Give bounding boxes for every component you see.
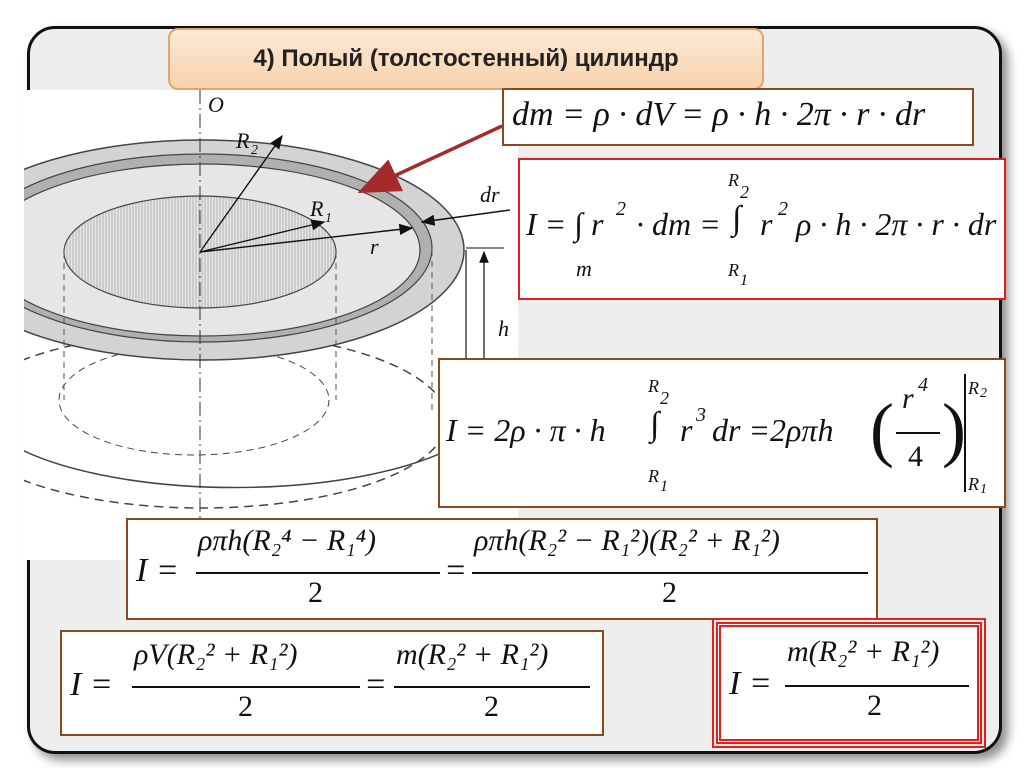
integral-eval-lparen: ( — [870, 389, 894, 469]
volume-num1: ρV(R₂² + R₁²) — [134, 638, 298, 671]
integral-eval-frac-line — [896, 432, 940, 434]
difference-den1: 2 — [308, 576, 323, 609]
hollow-cylinder-diagram: O R 2 R 1 r dr h — [24, 90, 518, 560]
integral-eval-upper: R — [648, 376, 659, 396]
volume-den1: 2 — [238, 690, 253, 723]
integral-def-rhs-tail: ρ · h · 2π · r · dr — [796, 206, 997, 242]
integral-eval-frac-den: 4 — [908, 440, 923, 473]
volume-den2: 2 — [484, 690, 499, 723]
integral-eval-bar-upper-sub: 2 — [980, 386, 987, 401]
formula-final-box: I = m(R₂² + R₁²) 2 — [712, 618, 986, 748]
integral-def-sq: 2 — [616, 198, 626, 220]
integral-eval-sign: ∫ — [650, 406, 660, 443]
label-r: r — [370, 234, 379, 259]
integral-eval-dr: dr =2ρπh — [712, 412, 834, 448]
integral-eval-integrand: r — [680, 412, 693, 448]
final-frac-line — [785, 685, 969, 687]
integral-sign: ∫ — [732, 200, 742, 237]
difference-den2: 2 — [662, 576, 677, 609]
integral-eval-frac-num: r — [902, 382, 914, 415]
formula-volume-box: I = ρV(R₂² + R₁²) 2 = m(R₂² + R₁²) 2 — [60, 630, 604, 736]
label-h: h — [498, 316, 509, 341]
label-r2-sub: 2 — [251, 143, 258, 158]
formula-dm-box: dm = ρ · dV = ρ · h · 2π · r · dr — [502, 88, 974, 146]
integral-eval-bar-lower-sub: 1 — [980, 482, 987, 497]
label-r1: R — [309, 196, 324, 221]
integral-eval-eval-bar — [964, 374, 966, 492]
integral-eval-bar-upper: R — [968, 378, 979, 398]
formula-dm: dm = ρ · dV = ρ · h · 2π · r · dr — [512, 96, 926, 133]
integral-eval-pow: 3 — [696, 404, 706, 426]
label-dr: dr — [480, 182, 500, 207]
integral-eval-lower-sub: 1 — [660, 478, 668, 495]
integral-eval-rparen: ) — [942, 389, 966, 469]
difference-frac-line-1 — [196, 572, 440, 574]
integral-eval-lhs: I = 2ρ · π · h — [446, 412, 606, 448]
formula-integral-def-box: I = ∫ r 2 · dm = m R 2 ∫ R 1 r 2 ρ · h ·… — [518, 158, 1006, 300]
volume-lhs: I = — [70, 666, 113, 703]
integral-def-lhs: I = ∫ r — [526, 206, 604, 242]
integral-eval-lower: R — [648, 466, 659, 486]
integral-def-upper: R — [728, 170, 739, 190]
integral-eval-upper-sub: 2 — [660, 388, 669, 408]
slide-title: 4) Полый (толстостенный) цилиндр — [168, 28, 764, 90]
volume-frac-line-1 — [132, 686, 360, 688]
integral-eval-frac-num-pow: 4 — [918, 374, 928, 396]
difference-num1: ρπh(R₂⁴ − R₁⁴) — [198, 524, 377, 557]
final-den: 2 — [867, 689, 882, 722]
difference-eq: = — [444, 552, 467, 589]
volume-frac-line-2 — [394, 686, 590, 688]
label-r1-sub: 1 — [325, 211, 332, 226]
volume-num2: m(R₂² + R₁²) — [396, 638, 549, 671]
integral-eval-bar-lower: R — [968, 474, 979, 494]
difference-num2: ρπh(R₂² − R₁²)(R₂² + R₁²) — [474, 524, 780, 557]
integral-def-upper-sub: 2 — [740, 182, 749, 202]
integral-def-rhs-sq: 2 — [778, 198, 788, 220]
axis-label-o: O — [208, 92, 224, 117]
final-num: m(R₂² + R₁²) — [787, 635, 940, 668]
integral-def-mid: · dm = — [636, 206, 721, 242]
difference-frac-line-2 — [472, 572, 868, 574]
formula-integral-eval-box: I = 2ρ · π · h R 2 ∫ R 1 r 3 dr =2ρπh ( … — [438, 358, 1006, 508]
volume-eq: = — [364, 666, 387, 703]
integral-def-lower: R — [728, 260, 739, 280]
integral-def-rhs: r — [760, 206, 773, 242]
slide-title-text: 4) Полый (толстостенный) цилиндр — [253, 45, 679, 72]
integral-def-lower-m: m — [576, 256, 592, 281]
difference-lhs: I = — [136, 552, 179, 589]
label-r2: R — [235, 128, 250, 153]
formula-difference-box: I = ρπh(R₂⁴ − R₁⁴) 2 = ρπh(R₂² − R₁²)(R₂… — [126, 518, 878, 620]
integral-def-lower-sub: 1 — [740, 272, 748, 289]
final-lhs: I = — [729, 665, 772, 702]
